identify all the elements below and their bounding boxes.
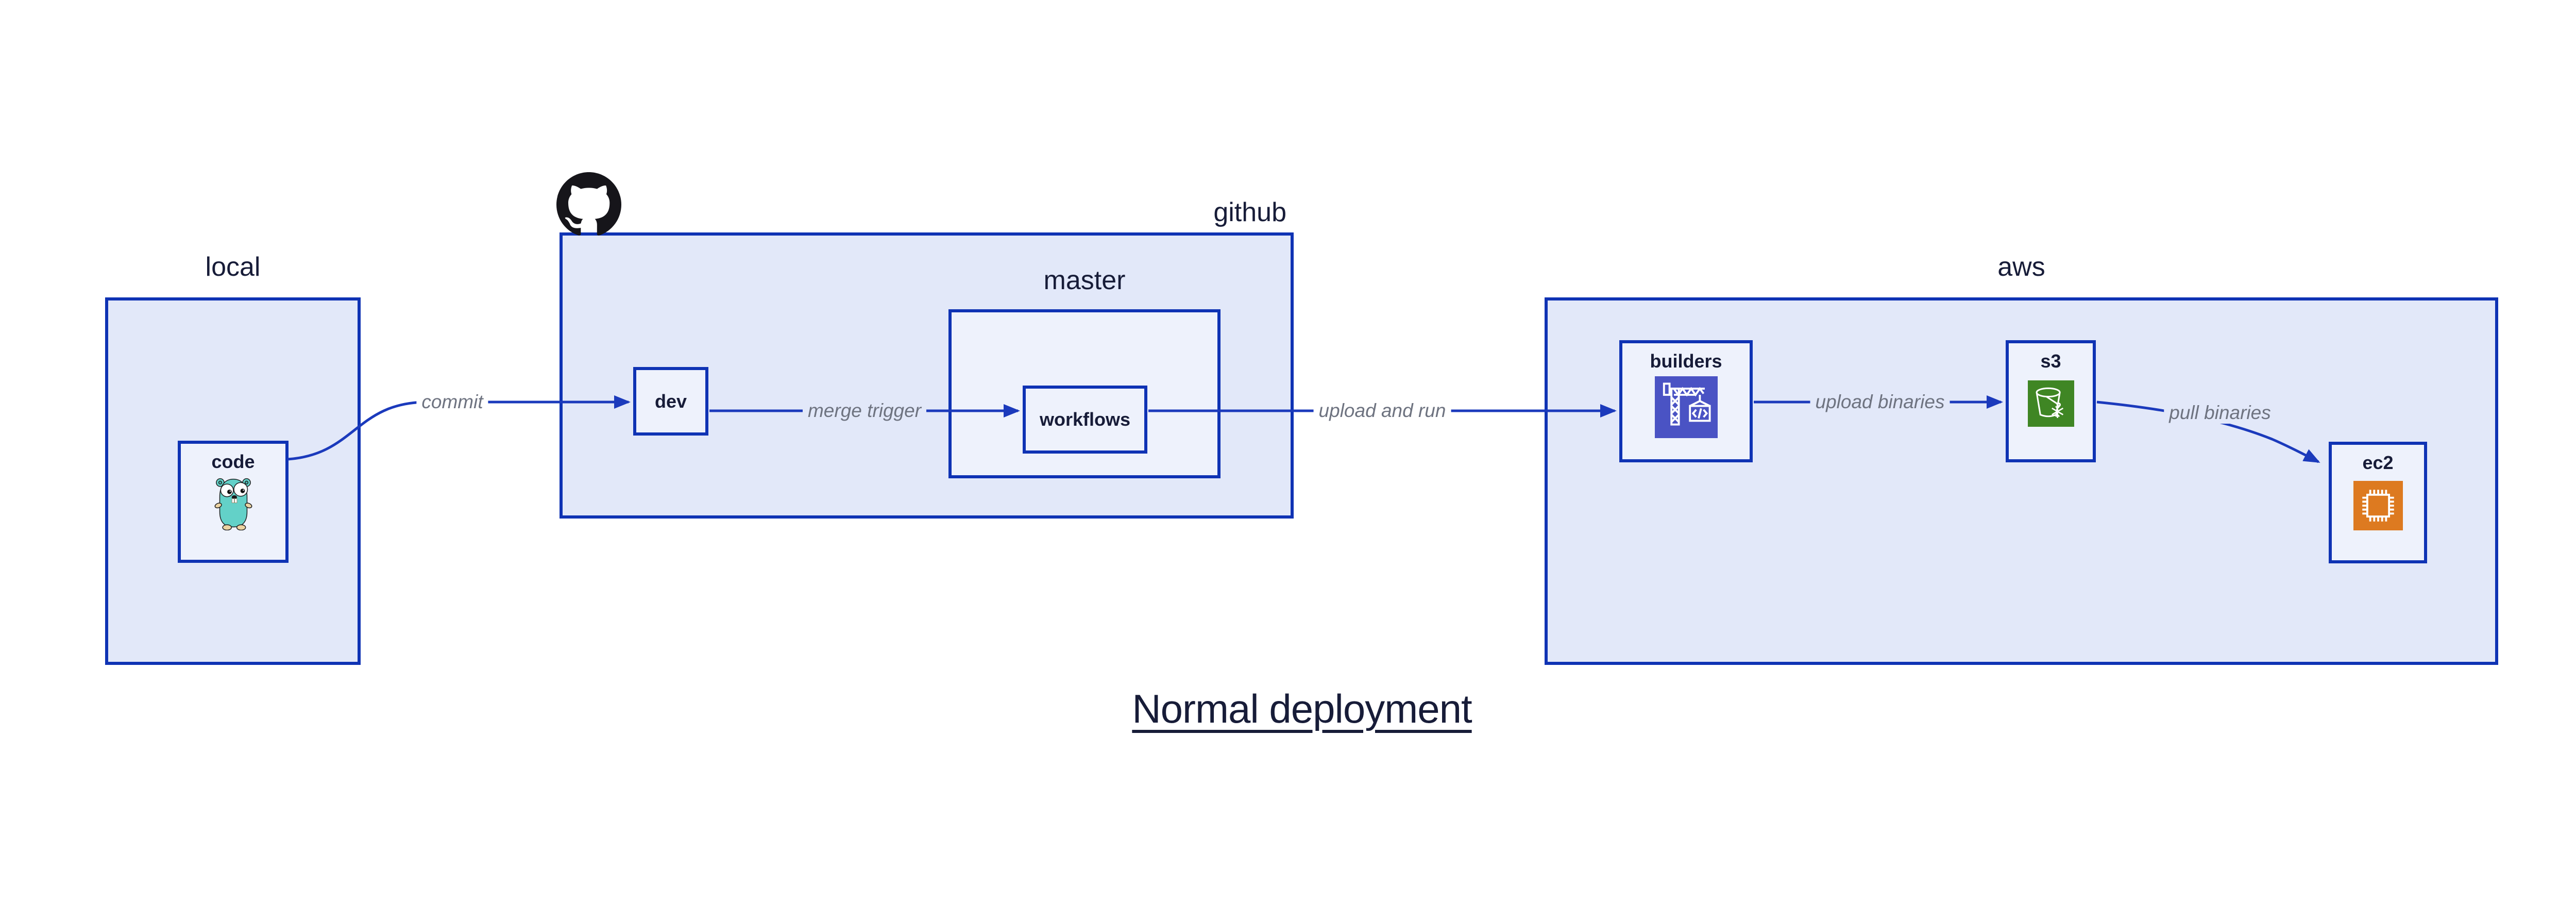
s3-node-label: s3	[2040, 350, 2061, 372]
node-builders: builders	[1619, 340, 1753, 462]
edge-label-upload-and-run: upload and run	[1313, 400, 1451, 422]
codebuild-crane-icon	[1654, 376, 1718, 438]
s3-glacier-bucket-icon	[2027, 380, 2074, 427]
edge-label-upload-binaries: upload binaries	[1810, 391, 1950, 413]
node-dev: dev	[633, 367, 708, 436]
builders-node-label: builders	[1650, 350, 1722, 372]
github-label: github	[1213, 197, 1286, 227]
node-s3: s3	[2006, 340, 2096, 462]
dev-node-label: dev	[654, 390, 687, 412]
ec2-chip-icon	[2353, 481, 2403, 530]
aws-label: aws	[1997, 252, 2045, 282]
code-node-label: code	[211, 451, 255, 472]
master-label: master	[1043, 265, 1126, 295]
diagram-title: Normal deployment	[1132, 686, 1472, 731]
local-label: local	[205, 252, 261, 282]
edge-label-merge-trigger: merge trigger	[802, 400, 927, 422]
node-ec2: ec2	[2329, 442, 2427, 563]
edge-label-pull-binaries: pull binaries	[2164, 402, 2276, 424]
go-gopher-icon	[214, 478, 252, 530]
node-code: code	[178, 441, 289, 563]
ec2-node-label: ec2	[2362, 452, 2394, 473]
node-workflows: workflows	[1023, 386, 1147, 454]
edge-label-commit: commit	[416, 391, 488, 413]
workflows-node-label: workflows	[1039, 409, 1131, 430]
github-octocat-icon	[556, 172, 621, 237]
